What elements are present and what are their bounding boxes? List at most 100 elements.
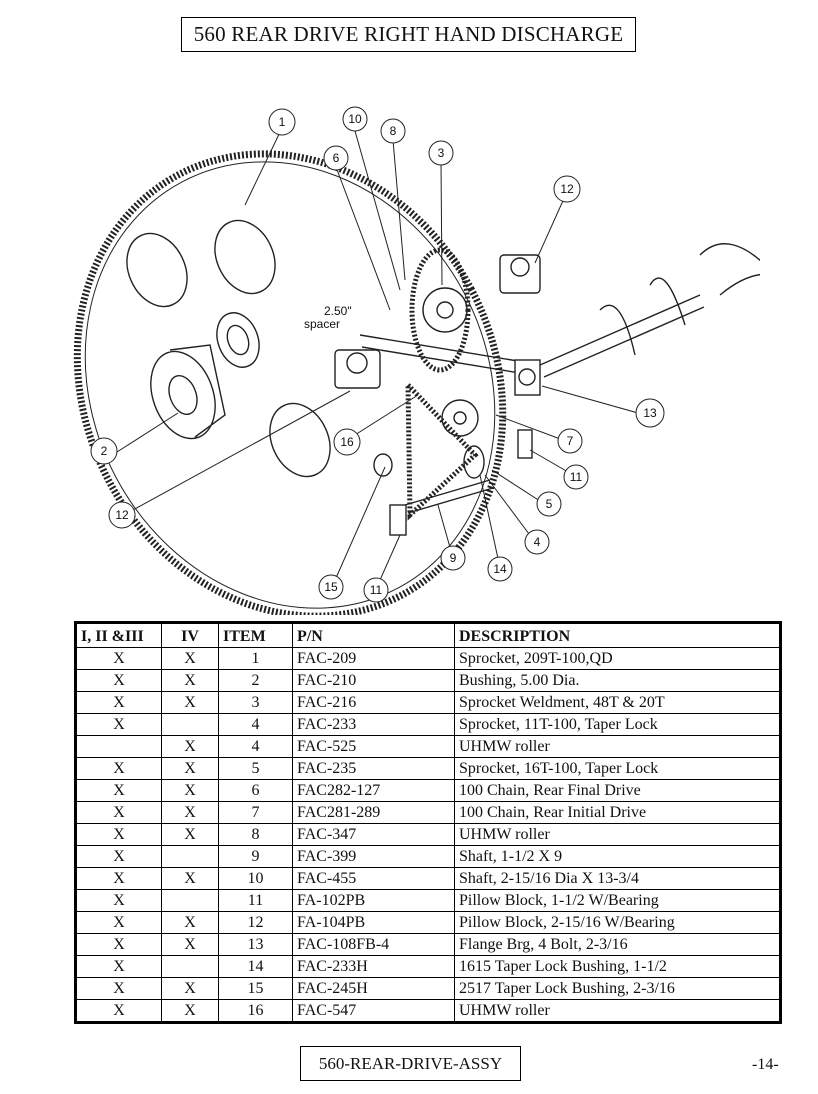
col-header-model-4: IV — [161, 622, 219, 648]
callout-bubbles: 1 10 8 6 3 12 2.50" spacer 2 12 16 13 7 … — [90, 106, 665, 603]
callout-14: 14 — [487, 556, 513, 582]
model-4-cell: X — [161, 933, 219, 956]
item-cell: 5 — [218, 757, 293, 780]
part-number-cell: FAC-233H — [292, 955, 455, 978]
models-1-3-cell: X — [75, 669, 162, 692]
models-1-3-cell: X — [75, 867, 162, 890]
part-number-cell: FAC-233 — [292, 713, 455, 736]
model-4-cell: X — [161, 779, 219, 802]
item-cell: 4 — [218, 713, 293, 736]
description-cell: Sprocket, 16T-100, Taper Lock — [454, 757, 781, 780]
svg-text:3: 3 — [438, 146, 445, 160]
svg-text:12: 12 — [115, 508, 129, 522]
part-number-cell: FAC281-289 — [292, 801, 455, 824]
callout-9: 9 — [440, 545, 466, 571]
part-number-cell: FA-102PB — [292, 889, 455, 912]
item-cell: 14 — [218, 955, 293, 978]
part-number-cell: FAC-245H — [292, 977, 455, 1000]
svg-text:11: 11 — [370, 583, 383, 597]
description-cell: Bushing, 5.00 Dia. — [454, 669, 781, 692]
part-number-cell: FAC-216 — [292, 691, 455, 714]
model-4-cell: X — [161, 999, 219, 1023]
pillow-blocks — [334, 254, 541, 536]
exploded-parts-diagram: 1 10 8 6 3 12 2.50" spacer 2 12 16 13 7 … — [73, 106, 760, 615]
item-cell: 15 — [218, 977, 293, 1000]
callout-10: 10 — [342, 106, 368, 132]
models-1-3-cell: X — [75, 999, 162, 1023]
description-cell: Pillow Block, 2-15/16 W/Bearing — [454, 911, 781, 934]
models-1-3-cell: X — [75, 691, 162, 714]
models-1-3-cell: X — [75, 845, 162, 868]
part-number-cell: FAC-525 — [292, 735, 455, 758]
description-cell: Flange Brg, 4 Bolt, 2-3/16 — [454, 933, 781, 956]
page-title: 560 REAR DRIVE RIGHT HAND DISCHARGE — [181, 17, 636, 52]
item-cell: 3 — [218, 691, 293, 714]
item-cell: 16 — [218, 999, 293, 1023]
item-cell: 10 — [218, 867, 293, 890]
svg-text:11: 11 — [570, 470, 583, 484]
model-4-cell: X — [161, 867, 219, 890]
spacer-label: spacer — [304, 317, 340, 331]
models-1-3-cell: X — [75, 801, 162, 824]
sprocket-weldment — [422, 287, 479, 437]
model-4-cell: X — [161, 911, 219, 934]
description-cell: UHMW roller — [454, 735, 781, 758]
model-4-cell: X — [161, 977, 219, 1000]
svg-text:5: 5 — [546, 497, 553, 511]
part-number-cell: FAC-210 — [292, 669, 455, 692]
part-number-cell: FAC-235 — [292, 757, 455, 780]
description-cell: Sprocket, 209T-100,QD — [454, 647, 781, 670]
models-1-3-cell: X — [75, 757, 162, 780]
item-cell: 6 — [218, 779, 293, 802]
sprocket-holes — [126, 219, 331, 478]
model-4-cell: X — [161, 691, 219, 714]
models-1-3-cell: X — [75, 977, 162, 1000]
callout-1: 1 — [268, 108, 296, 136]
model-4-cell — [161, 845, 219, 868]
leader-lines — [116, 127, 639, 590]
callout-4: 4 — [524, 529, 550, 555]
description-cell: UHMW roller — [454, 823, 781, 846]
part-number-cell: FAC282-127 — [292, 779, 455, 802]
drive-chains — [405, 247, 479, 521]
models-1-3-cell: X — [75, 713, 162, 736]
item-cell: 7 — [218, 801, 293, 824]
assembly-label: 560-REAR-DRIVE-ASSY — [300, 1046, 521, 1081]
svg-text:15: 15 — [324, 580, 338, 594]
spacer-dimension: 2.50" — [324, 304, 352, 318]
item-cell: 11 — [218, 889, 293, 912]
small-shaft — [373, 445, 494, 514]
part-number-cell: FA-104PB — [292, 911, 455, 934]
svg-text:13: 13 — [643, 406, 657, 420]
svg-text:16: 16 — [340, 435, 354, 449]
item-cell: 8 — [218, 823, 293, 846]
svg-text:1: 1 — [279, 115, 286, 129]
page-number: -14- — [752, 1056, 779, 1073]
hub-bushing — [150, 312, 260, 440]
svg-text:12: 12 — [560, 182, 574, 196]
callout-13: 13 — [635, 398, 665, 428]
model-4-cell: X — [161, 669, 219, 692]
description-cell: Sprocket, 11T-100, Taper Lock — [454, 713, 781, 736]
svg-text:14: 14 — [493, 562, 507, 576]
svg-text:9: 9 — [450, 551, 457, 565]
col-header-description: DESCRIPTION — [454, 622, 781, 648]
main-shaft — [359, 334, 533, 376]
callout-15: 15 — [318, 574, 344, 600]
model-4-cell: X — [161, 647, 219, 670]
models-1-3-cell: X — [75, 647, 162, 670]
